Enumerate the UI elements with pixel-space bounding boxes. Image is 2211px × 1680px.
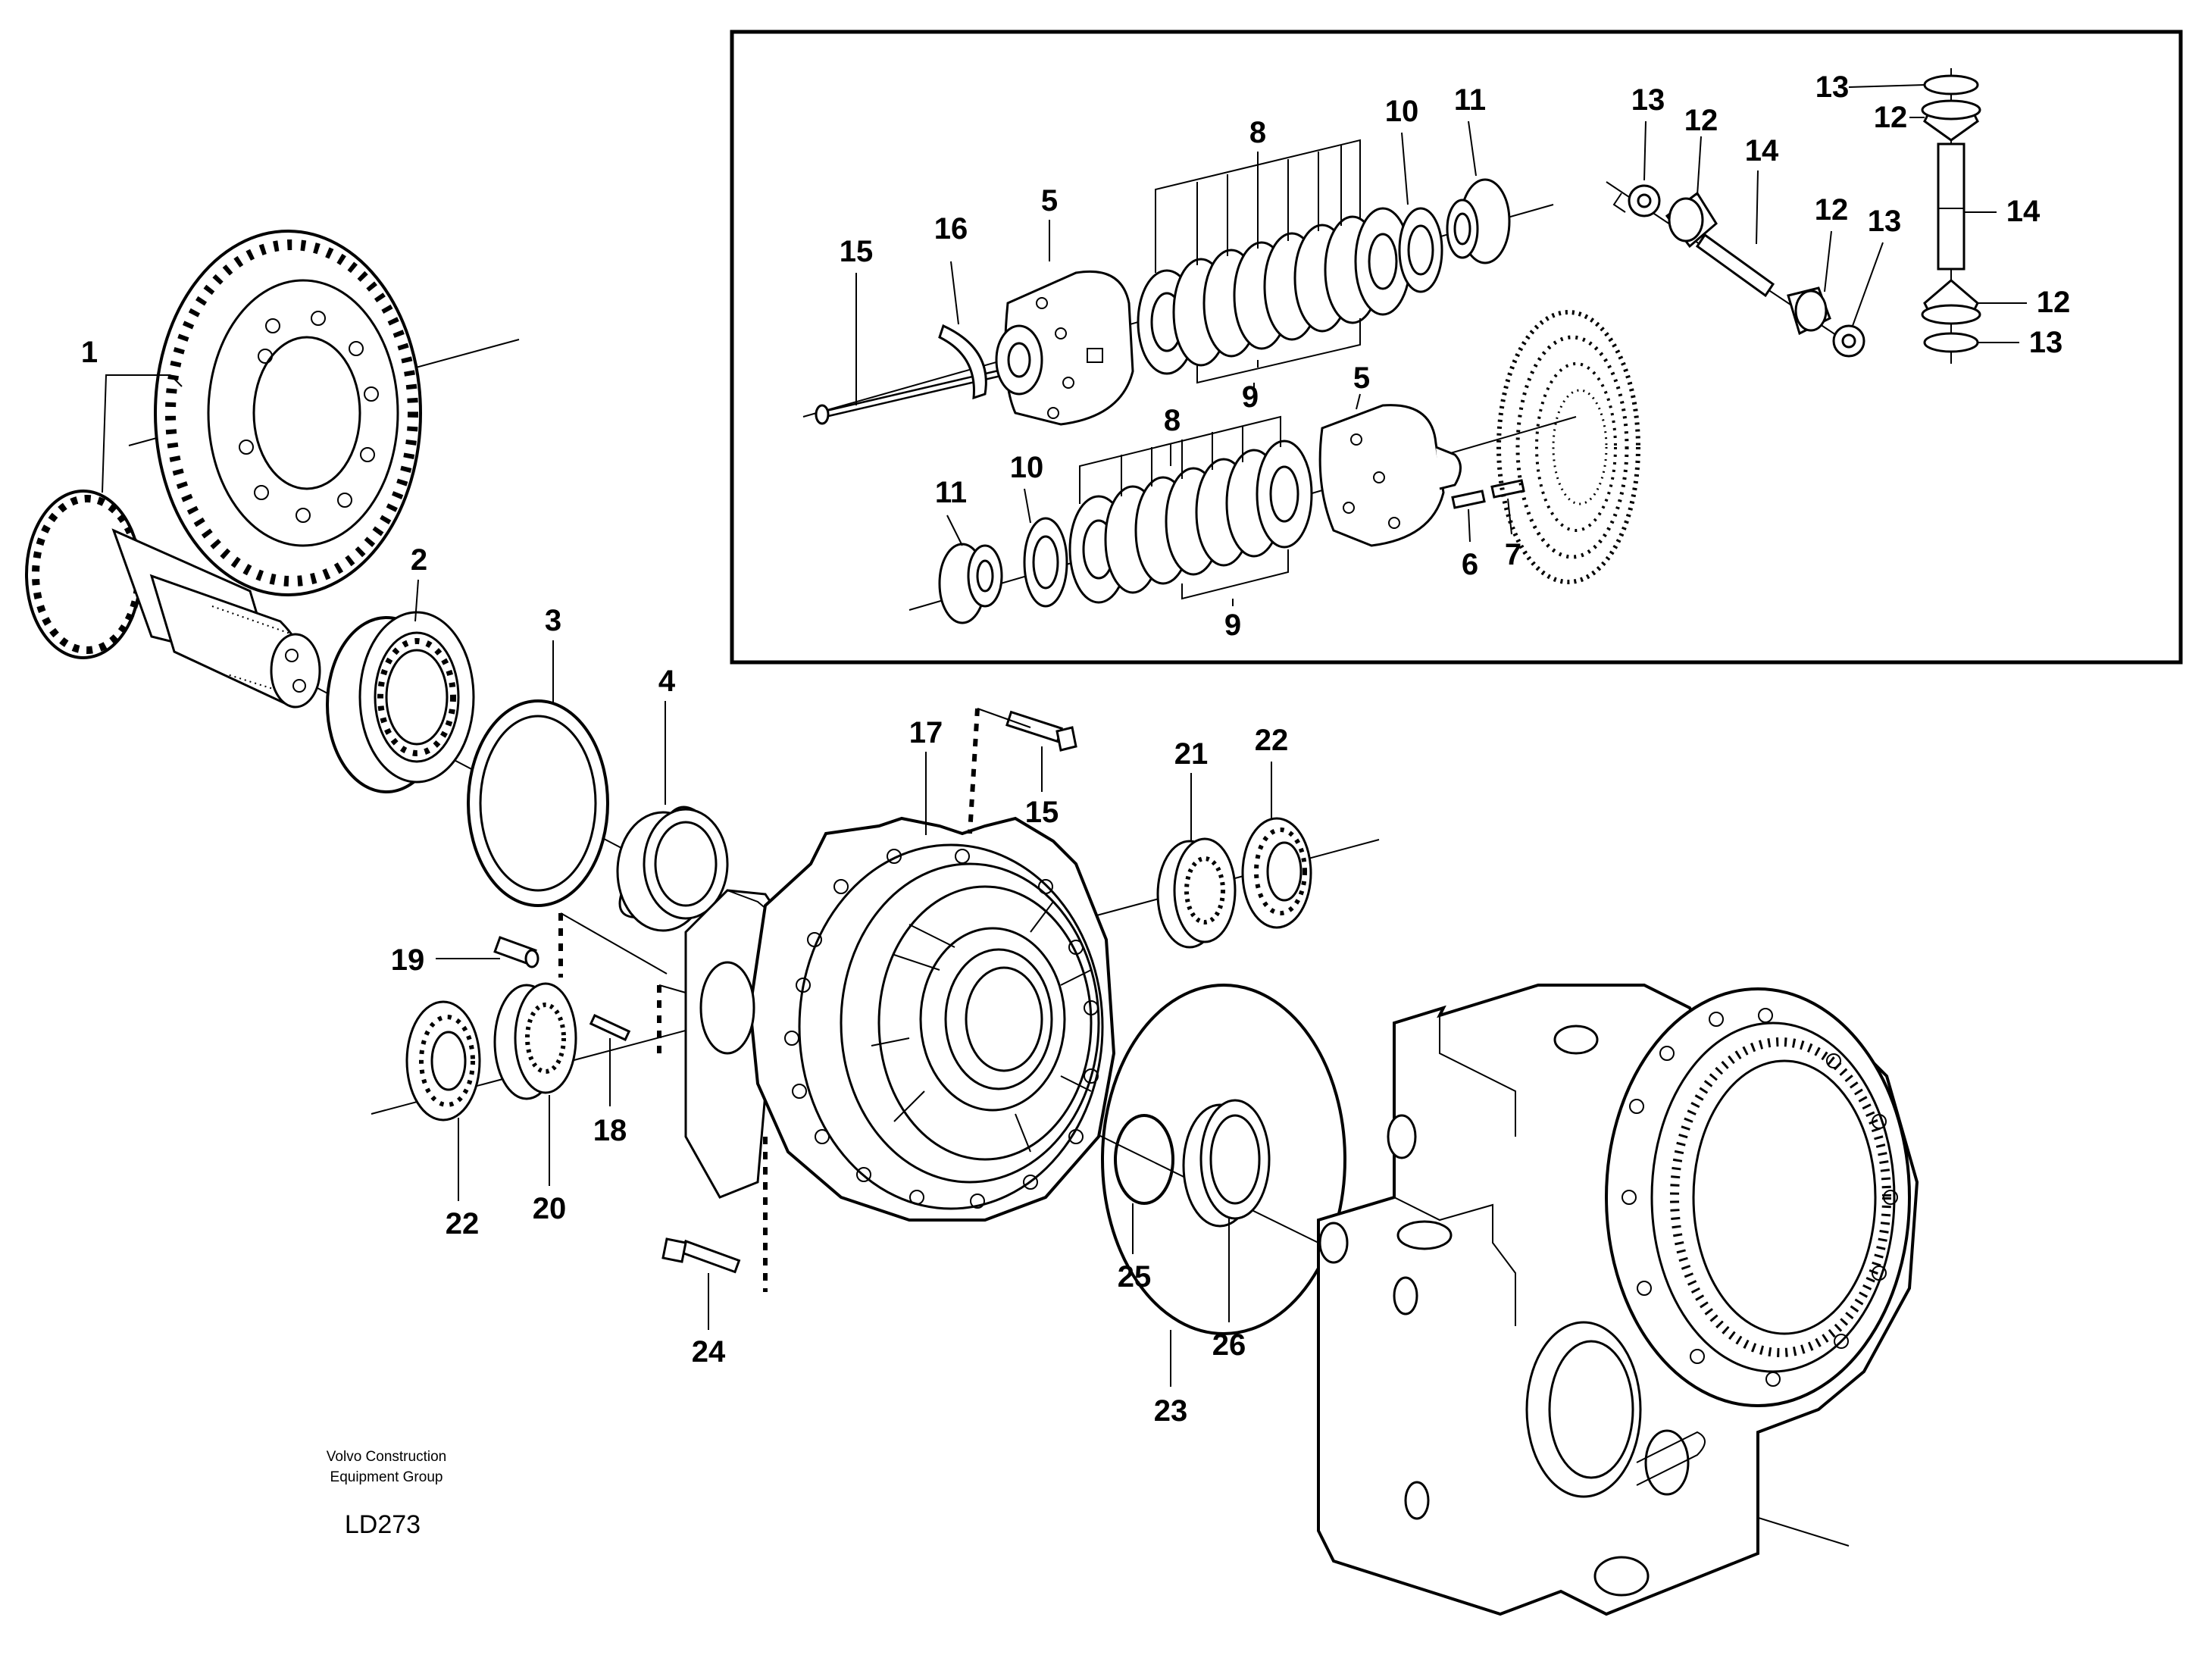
inset-bracket-9-upper [1196, 318, 1361, 384]
label-1: 1 [81, 336, 98, 369]
label-22-left: 22 [446, 1207, 480, 1240]
leader-2 [414, 579, 419, 622]
credit-line-1: Volvo Construction [327, 1449, 446, 1465]
inset-pinion-shaft-vertical [1921, 68, 1981, 364]
document-id: LD273 [345, 1510, 421, 1539]
inset-shim-upper [1398, 207, 1443, 293]
inset-diff-case-lower [1318, 404, 1462, 547]
label-13-a: 13 [1631, 83, 1665, 117]
inset-shim-lower [1023, 517, 1068, 608]
part-labels: 15 16 5 8 9 10 11 13 12 14 12 13 13 12 1… [81, 70, 2070, 1428]
inset-clutch-discs-lower [1068, 440, 1313, 604]
inset-side-gear-lower [938, 543, 1003, 624]
label-19: 19 [391, 943, 425, 977]
label-9-upper: 9 [1242, 380, 1259, 414]
label-10-upper: 10 [1385, 95, 1419, 128]
inset-leaders [855, 84, 2027, 606]
label-12-b: 12 [1815, 193, 1849, 227]
label-13-c: 13 [1815, 70, 1850, 104]
label-8-upper: 8 [1249, 116, 1266, 149]
label-2: 2 [411, 543, 427, 577]
label-22-right: 22 [1255, 724, 1289, 757]
bolt-24 [661, 1237, 741, 1274]
label-24: 24 [692, 1335, 726, 1369]
label-9-lower: 9 [1224, 608, 1241, 642]
inset-pinion-shaft-diagonal [1606, 181, 1865, 358]
label-12-a: 12 [1684, 104, 1718, 137]
label-7: 7 [1505, 538, 1521, 571]
pinion-shaft [25, 490, 321, 709]
axle-housing [1317, 984, 1919, 1616]
leader-15 [977, 708, 1031, 728]
bearing-nut-22-left [405, 1000, 481, 1122]
dash-line-15 [968, 708, 980, 834]
label-12-d: 12 [2037, 286, 2071, 319]
label-23: 23 [1154, 1394, 1188, 1428]
bearing-21 [1156, 837, 1237, 949]
label-8-lower: 8 [1164, 404, 1181, 437]
pin-18 [589, 1014, 631, 1041]
label-12-c: 12 [1874, 101, 1908, 134]
inset-pin-6 [1451, 490, 1486, 509]
label-17: 17 [909, 716, 943, 749]
bearing-20 [493, 982, 577, 1100]
bearing-race-4 [616, 806, 729, 932]
pin-19 [493, 936, 539, 968]
label-6: 6 [1462, 548, 1478, 581]
inset-side-gear-upper [1446, 178, 1511, 264]
label-13-b: 13 [1868, 205, 1902, 238]
label-14-a: 14 [1745, 134, 1779, 167]
credit-line-2: Equipment Group [330, 1469, 443, 1485]
bearing-nut-22-right [1241, 817, 1312, 929]
carrier-housing [684, 816, 1116, 1222]
inset-bracket-8-lower [1079, 415, 1281, 504]
label-14-b: 14 [2006, 195, 2041, 228]
label-11-upper: 11 [1454, 83, 1486, 117]
label-4: 4 [658, 665, 676, 698]
label-5-lower: 5 [1353, 361, 1370, 395]
inset-pin-7 [1490, 479, 1525, 499]
label-11-lower: 11 [935, 476, 967, 509]
label-18: 18 [593, 1114, 627, 1147]
label-20: 20 [533, 1192, 567, 1225]
bolt-15 [1005, 710, 1077, 752]
seal-26 [1182, 1099, 1271, 1228]
label-16: 16 [934, 212, 968, 246]
inset-clutch-discs-upper [1137, 207, 1412, 375]
label-5-upper: 5 [1041, 184, 1058, 217]
label-15: 15 [1025, 796, 1059, 829]
label-25: 25 [1118, 1260, 1152, 1294]
shim-3 [467, 699, 609, 907]
o-ring-25 [1114, 1114, 1174, 1205]
label-13-d: 13 [2029, 326, 2063, 359]
label-3: 3 [545, 604, 561, 637]
label-10-lower: 10 [1010, 451, 1044, 484]
crown-wheel [154, 230, 422, 596]
bearing-2 [326, 611, 475, 793]
o-ring-23 [1101, 984, 1346, 1335]
inset-bracket-9-lower [1181, 549, 1289, 600]
label-21: 21 [1174, 737, 1209, 771]
inset-crown-wheel [1496, 310, 1640, 584]
inset-diff-case-upper [995, 270, 1134, 426]
inset-lockring-16 [938, 324, 987, 400]
label-26: 26 [1212, 1328, 1246, 1362]
label-15-inset: 15 [840, 235, 874, 268]
inset-frame [730, 30, 2183, 665]
